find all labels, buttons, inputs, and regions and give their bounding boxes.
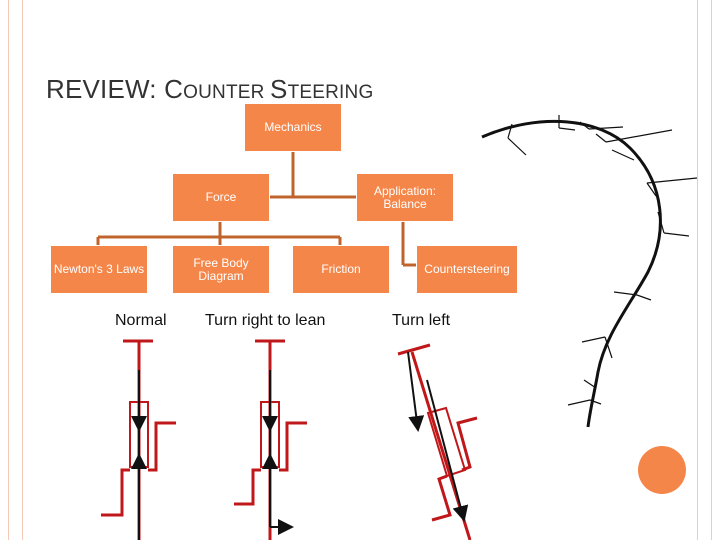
curve-path-diagram: [481, 115, 698, 428]
slide-title: REVIEW: COUNTER STEERING: [46, 74, 374, 104]
friction-node: Friction: [292, 245, 390, 294]
turn-right-diagram: [234, 339, 307, 540]
force-node: Force: [172, 173, 270, 222]
left-border-decoration: [0, 0, 23, 540]
turn-left-caption: Turn left: [392, 312, 451, 329]
newtons-laws-node: Newton's 3 Laws: [50, 245, 148, 294]
mechanics-node: Mechanics: [244, 103, 342, 152]
normal-diagram: [101, 339, 176, 540]
right-stripe: [711, 0, 712, 540]
countersteering-node: Countersteering: [416, 245, 518, 294]
turn-right-caption: Turn right to lean: [205, 312, 326, 329]
application-node: Application: Balance: [356, 173, 454, 222]
free-body-diagram-node: Free Body Diagram: [172, 245, 270, 294]
normal-caption: Normal: [115, 312, 167, 329]
right-border-decoration: [697, 0, 720, 540]
turn-left-diagram: [397, 343, 478, 540]
left-stripe: [8, 0, 9, 540]
orange-circle-decoration: [638, 446, 686, 494]
